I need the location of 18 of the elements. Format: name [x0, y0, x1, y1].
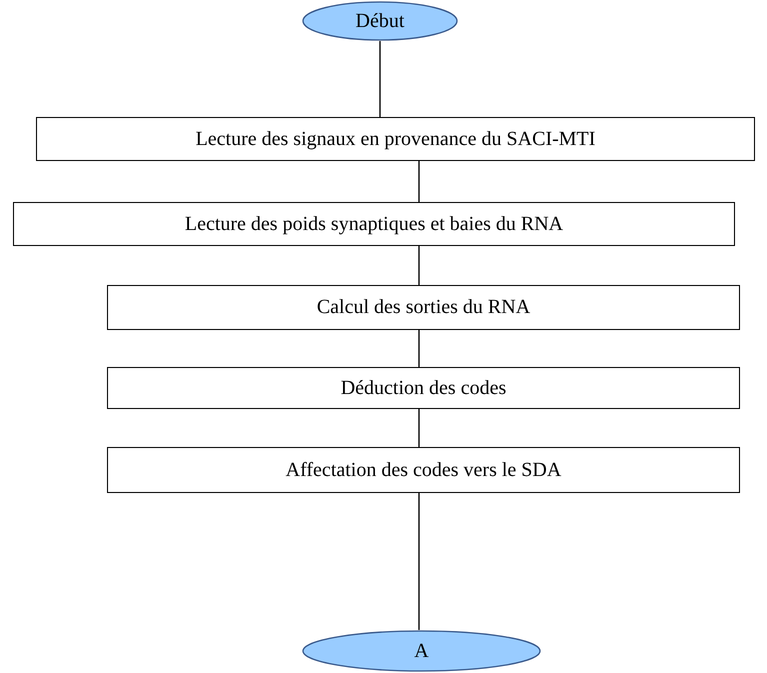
connector-line: [418, 246, 420, 285]
process-box: [36, 117, 755, 161]
connector-line: [379, 41, 381, 117]
connector-line: [418, 493, 420, 630]
process-label: Déduction des codes: [340, 376, 506, 400]
process-box: [107, 447, 740, 493]
process-box: [13, 202, 735, 246]
process-box: [107, 367, 740, 409]
process-label: Lecture des signaux en provenance du SACI-MTI: [196, 126, 596, 152]
terminal-label: A: [414, 638, 429, 664]
terminal-label: Début: [356, 8, 404, 34]
connector-line: [418, 409, 420, 447]
process-box: [107, 285, 740, 330]
process-label: Calcul des sorties du RNA: [316, 295, 530, 320]
connector-line: [418, 161, 420, 202]
connector-line: [418, 330, 420, 367]
process-label: Affectation des codes vers le SDA: [286, 458, 562, 482]
process-label: Lecture des poids synaptiques et baies du RNA: [184, 212, 564, 236]
